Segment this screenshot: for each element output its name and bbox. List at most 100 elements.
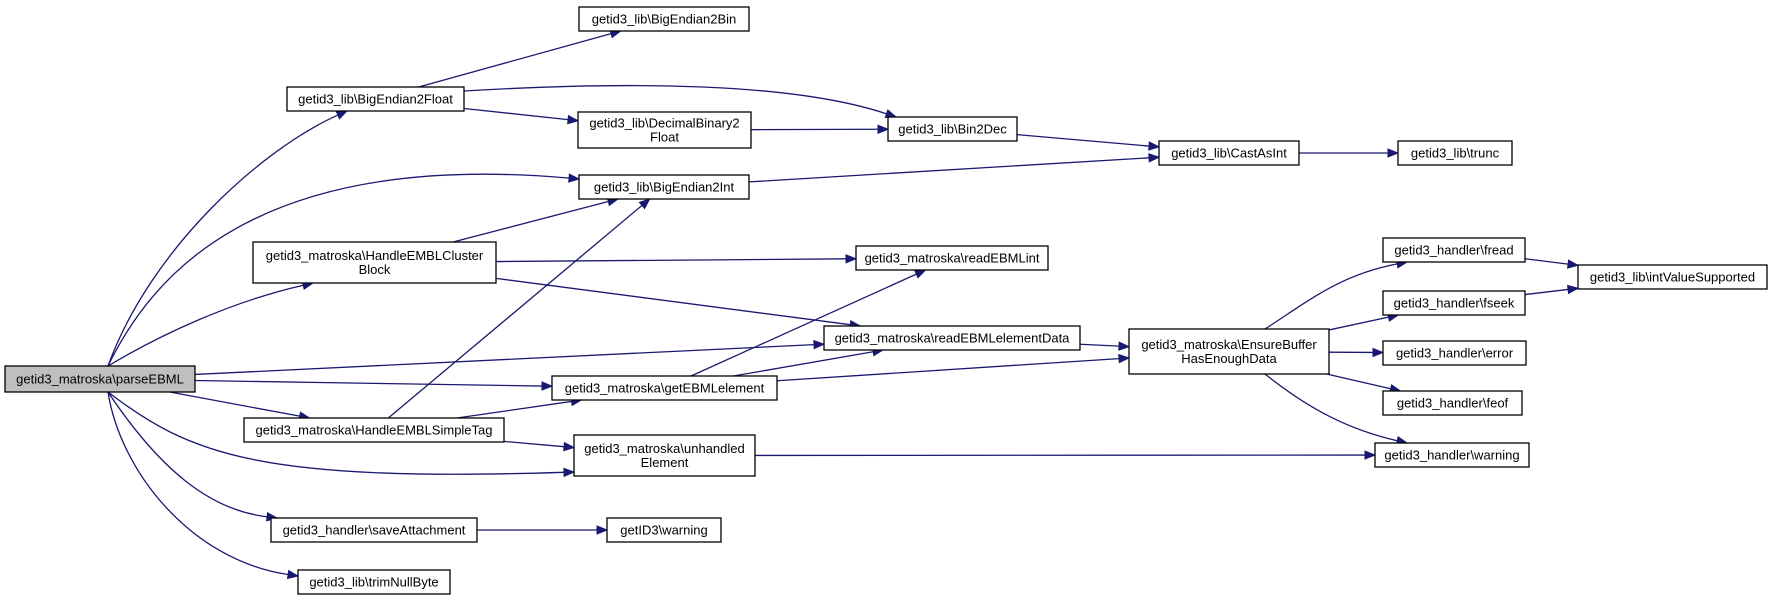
edge-parseEBML-to-BigEndian2Int <box>107 173 581 367</box>
node-CastAsInt[interactable]: getid3_lib\CastAsInt <box>1158 140 1300 166</box>
arrowhead <box>335 110 349 120</box>
node-box[interactable] <box>578 6 750 32</box>
edge-line <box>169 391 300 417</box>
arrowhead <box>286 569 300 580</box>
node-box[interactable] <box>823 325 1081 351</box>
node-label: getid3_matroska\HandleEMBLSimpleTag <box>255 423 492 438</box>
node-BigEndian2Bin[interactable]: getid3_lib\BigEndian2Bin <box>578 6 750 32</box>
node-label: getid3_lib\BigEndian2Int <box>594 180 735 195</box>
node-box[interactable] <box>577 111 752 149</box>
arrowhead <box>1567 284 1580 295</box>
node-box[interactable] <box>252 241 497 284</box>
node-label: getid3_lib\trunc <box>1411 146 1500 161</box>
node-box[interactable] <box>4 365 196 393</box>
edge-line <box>748 157 1150 183</box>
node-label: getid3_matroska\getEBMLelement <box>565 381 765 396</box>
edge-parseEBML-to-unhandledElement <box>107 391 576 478</box>
node-HandleEMBLSimpleTag[interactable]: getid3_matroska\HandleEMBLSimpleTag <box>243 417 505 443</box>
node-box[interactable] <box>1382 290 1526 316</box>
node-trimNullByte[interactable]: getid3_lib\trimNullByte <box>297 569 451 595</box>
arrowhead <box>563 467 576 478</box>
node-feof[interactable]: getid3_handler\feof <box>1382 390 1523 416</box>
node-box[interactable] <box>1158 140 1300 166</box>
node-label: getid3_handler\feof <box>1397 396 1509 411</box>
edge-line <box>107 284 304 367</box>
edge-parseEBML-to-BigEndian2Float <box>107 110 349 367</box>
node-trunc[interactable]: getid3_lib\trunc <box>1397 140 1513 166</box>
node-fseek[interactable]: getid3_handler\fseek <box>1382 290 1526 316</box>
node-box[interactable] <box>1397 140 1513 166</box>
node-box[interactable] <box>270 517 478 543</box>
node-box[interactable] <box>578 174 750 200</box>
node-error[interactable]: getid3_handler\error <box>1382 340 1527 366</box>
node-getEBMLelement[interactable]: getid3_matroska\getEBMLelement <box>551 375 778 401</box>
edge-getEBMLelement-to-readEBMLint <box>690 269 927 377</box>
node-fread[interactable]: getid3_handler\fread <box>1382 237 1526 263</box>
arrowhead <box>563 441 576 452</box>
edge-EnsureBufferHasEnoughData-to-error <box>1328 347 1385 358</box>
node-box[interactable] <box>243 417 505 443</box>
node-handlerWarning[interactable]: getid3_handler\warning <box>1374 442 1530 468</box>
node-label: getid3_lib\intValueSupported <box>1590 270 1755 285</box>
edge-line <box>107 114 339 367</box>
node-readEBMLint[interactable]: getid3_matroska\readEBMLint <box>855 245 1049 271</box>
node-parseEBML[interactable]: getid3_matroska\parseEBML <box>4 365 196 393</box>
edge-CastAsInt-to-trunc <box>1299 148 1400 158</box>
node-getID3Warning[interactable]: getID3\warning <box>606 517 722 543</box>
arrowhead <box>845 254 858 264</box>
edge-parseEBML-to-trimNullByte <box>107 391 300 580</box>
edge-line <box>1264 373 1398 442</box>
node-box[interactable] <box>1374 442 1530 468</box>
edge-line <box>690 273 917 377</box>
node-box[interactable] <box>286 86 465 112</box>
edge-parseEBML-to-HandleEMBLSimpleTag <box>169 391 311 421</box>
node-label: getid3_handler\saveAttachment <box>283 523 466 538</box>
arrowhead <box>1148 153 1161 163</box>
node-box[interactable] <box>1577 264 1768 290</box>
edge-line <box>107 391 268 518</box>
node-intValueSupported[interactable]: getid3_lib\intValueSupported <box>1577 264 1768 290</box>
node-box[interactable] <box>1382 237 1526 263</box>
node-box[interactable] <box>1382 340 1527 366</box>
node-EnsureBufferHasEnoughData[interactable]: getid3_matroska\EnsureBufferHasEnoughDat… <box>1128 328 1330 375</box>
edge-line <box>418 33 612 88</box>
edge-line <box>1524 258 1569 265</box>
edge-line <box>387 204 643 419</box>
node-label: getid3_matroska\EnsureBuffer <box>1141 337 1317 352</box>
node-box[interactable] <box>573 434 756 477</box>
node-readEBMLelementData[interactable]: getid3_matroska\readEBMLelementData <box>823 325 1081 351</box>
node-BigEndian2Float[interactable]: getid3_lib\BigEndian2Float <box>286 86 465 112</box>
edge-line <box>495 277 851 326</box>
nodes-layer: getid3_matroska\parseEBML getid3_lib\BigE… <box>4 6 1768 595</box>
node-Bin2Dec[interactable]: getid3_lib\Bin2Dec <box>887 116 1018 142</box>
node-label: getid3_lib\BigEndian2Bin <box>592 12 737 27</box>
edge-line <box>1079 343 1120 347</box>
arrowhead <box>1372 347 1385 358</box>
node-box[interactable] <box>551 375 778 401</box>
edge-getEBMLelement-to-EnsureBufferHasEnoughData <box>776 353 1131 382</box>
node-box[interactable] <box>606 517 722 543</box>
node-saveAttachment[interactable]: getid3_handler\saveAttachment <box>270 517 478 543</box>
node-box[interactable] <box>1128 328 1330 375</box>
node-box[interactable] <box>1382 390 1523 416</box>
arrowhead <box>567 114 580 125</box>
edge-line <box>194 343 815 376</box>
node-label: getid3_lib\Bin2Dec <box>898 122 1007 137</box>
edge-HandleEMBLClusterBlock-to-readEBMLelementData <box>495 277 862 330</box>
edge-BigEndian2Float-to-Bin2Dec <box>463 84 898 119</box>
edge-unhandledElement-to-handlerWarning <box>754 450 1377 460</box>
arrowhead <box>541 381 554 391</box>
node-label: getid3_matroska\readEBMLelementData <box>835 331 1071 346</box>
node-BigEndian2Int[interactable]: getid3_lib\BigEndian2Int <box>578 174 750 200</box>
edge-line <box>456 400 572 419</box>
node-box[interactable] <box>887 116 1018 142</box>
node-label: getid3_matroska\unhandled <box>584 441 744 456</box>
node-box[interactable] <box>297 569 451 595</box>
edge-line <box>1524 288 1569 296</box>
node-box[interactable] <box>855 245 1049 271</box>
edge-parseEBML-to-saveAttachment <box>107 391 279 522</box>
edge-DecimalBinary2Float-to-Bin2Dec <box>750 124 890 134</box>
